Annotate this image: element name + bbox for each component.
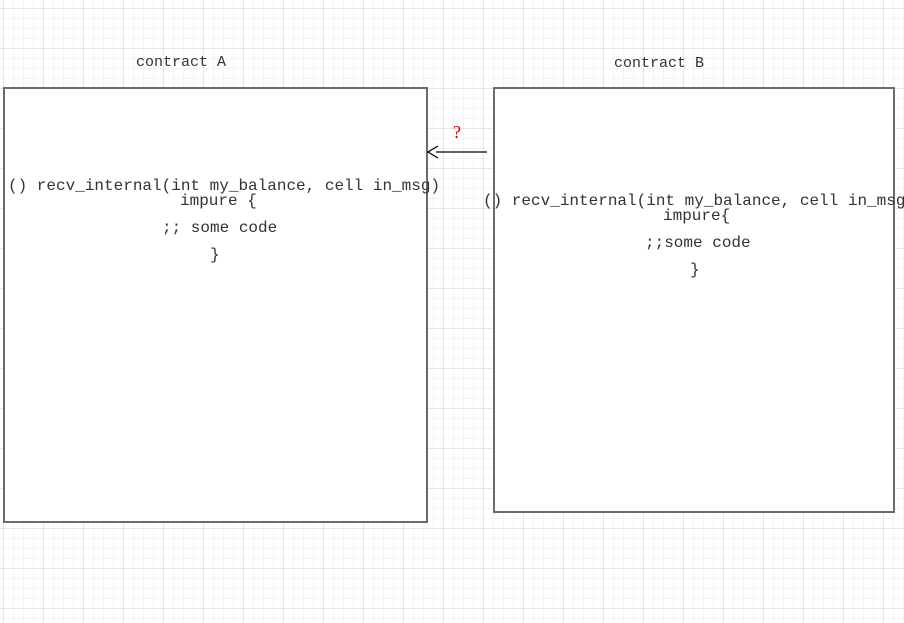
contract-a-box[interactable] bbox=[3, 87, 428, 523]
contract-b-title: contract B bbox=[614, 55, 705, 72]
contract-b-box[interactable] bbox=[493, 87, 895, 513]
contract-b-signature: () recv_internal(int my_balance, cell in… bbox=[483, 192, 904, 210]
contract-b-impure: impure{ bbox=[663, 207, 731, 225]
arrow-head bbox=[426, 145, 439, 159]
contract-a-code-comment: ;; some code bbox=[162, 219, 278, 237]
contract-b-code-comment: ;;some code bbox=[645, 234, 751, 252]
contract-a-close-brace: } bbox=[210, 246, 220, 264]
contract-a-impure: impure { bbox=[180, 192, 257, 210]
contract-a-signature: () recv_internal(int my_balance, cell in… bbox=[8, 177, 441, 195]
question-mark-label: ? bbox=[453, 122, 461, 142]
contract-b-close-brace: } bbox=[690, 261, 700, 279]
contract-a-title: contract A bbox=[136, 54, 227, 71]
